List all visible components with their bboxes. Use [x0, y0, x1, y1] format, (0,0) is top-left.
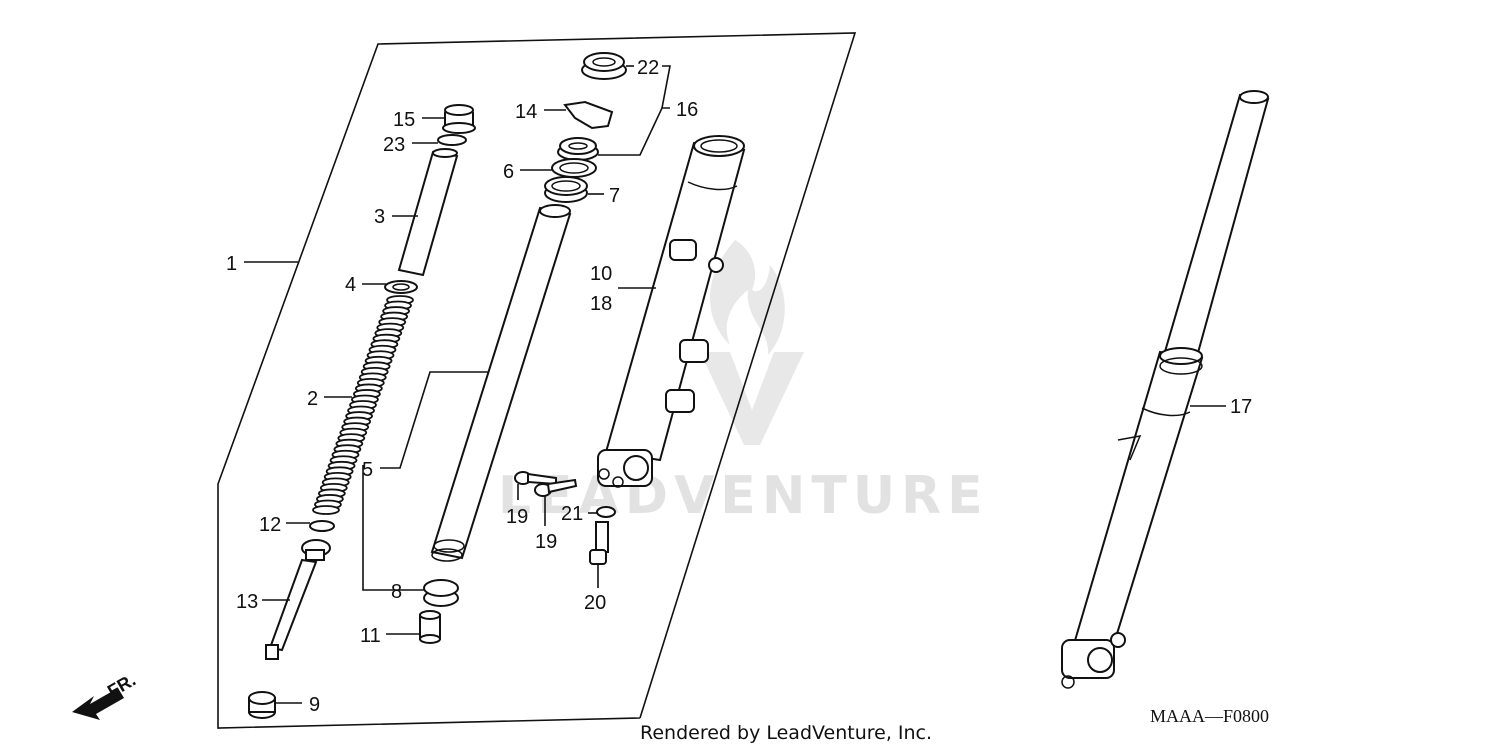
label-part-13: 13: [236, 591, 258, 613]
diagram-code: MAAA—F0800: [1150, 706, 1269, 726]
part-6-seal: [551, 158, 597, 178]
part-12-ring: [309, 520, 335, 532]
front-direction-arrow: FR.: [72, 670, 139, 720]
spring-coil: [312, 505, 340, 515]
leader-8: [362, 465, 424, 591]
label-part-19a: 19: [506, 506, 528, 528]
part-3-spacer: [397, 148, 459, 277]
label-part-8: 8: [391, 581, 402, 603]
leader-lines: [244, 65, 1226, 704]
label-part-20: 20: [584, 592, 606, 614]
part-17-fork-assembly: [1061, 90, 1270, 689]
leader-16b: [661, 65, 671, 109]
label-part-22: 22: [637, 57, 659, 79]
part-14-circlip: [563, 100, 614, 130]
part-4-washer: [384, 280, 418, 294]
part-9-rod-piece: [248, 691, 276, 719]
part-labels: 1 2 3 4 5 6 7 8 9 10 11 12 13 14 15 16 1…: [226, 57, 1252, 716]
part-19-bolt-b: [534, 478, 578, 497]
part-11-oil-lock-piece: [419, 610, 441, 644]
label-part-12: 12: [259, 514, 281, 536]
part-2-spring: [312, 295, 414, 515]
footer-credit: Rendered by LeadVenture, Inc.: [640, 722, 932, 744]
leadventure-watermark: LEADVENTURE: [498, 240, 989, 526]
slider-fender-mount: [669, 239, 724, 273]
label-part-18: 18: [590, 293, 612, 315]
label-part-15: 15: [393, 109, 415, 131]
part-15-fork-cap: [442, 104, 476, 134]
label-part-3: 3: [374, 206, 385, 228]
assembly-frame: [217, 32, 857, 729]
label-part-11: 11: [360, 625, 381, 647]
slider-axle-boss: [597, 449, 653, 488]
label-part-6: 6: [503, 161, 514, 183]
part-21-washer: [596, 506, 616, 518]
leader-5: [380, 371, 488, 469]
label-part-17: 17: [1230, 396, 1252, 418]
label-part-10: 10: [590, 263, 612, 285]
watermark-v-logo: [700, 352, 804, 445]
part-20-bolt: [589, 521, 609, 565]
label-part-16: 16: [676, 99, 698, 121]
part-22-seal: [581, 52, 627, 80]
watermark-flame-logo: [710, 240, 785, 355]
label-part-2: 2: [307, 388, 318, 410]
label-part-21: 21: [561, 503, 583, 525]
label-part-7: 7: [609, 185, 620, 207]
label-part-23: 23: [383, 134, 405, 156]
part-16-dust-seal: [557, 137, 599, 161]
part-7-bushing: [544, 176, 588, 203]
leader-16: [598, 107, 670, 156]
label-part-9: 9: [309, 694, 320, 716]
label-part-5: 5: [362, 459, 373, 481]
label-part-14: 14: [515, 101, 537, 123]
part-8-slider-bushing: [423, 579, 459, 607]
part-13-damper-rod: [265, 539, 331, 660]
part-5-fork-tube: [430, 204, 572, 562]
label-part-1: 1: [226, 253, 237, 275]
part-23-o-ring: [437, 134, 467, 146]
label-part-19b: 19: [535, 531, 557, 553]
watermark-text: LEADVENTURE: [498, 466, 989, 526]
label-part-4: 4: [345, 274, 356, 296]
slider-caliper-mount: [665, 339, 709, 413]
part-10-fork-slider: [597, 135, 746, 488]
